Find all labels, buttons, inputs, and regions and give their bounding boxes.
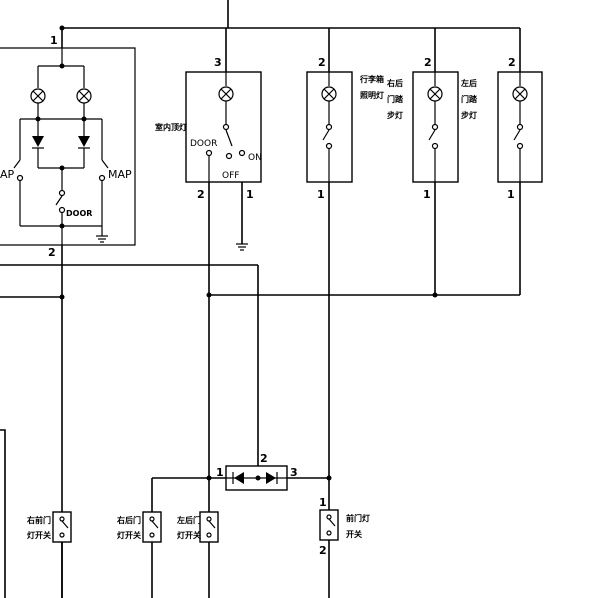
diode-pin-left: 1 [216, 466, 224, 479]
door-switch-1-name-2: 灯开关 [27, 530, 51, 540]
diode-left-arrow-icon [232, 472, 244, 484]
dome-lamp-unit: 3 2 1 室内顶灯 DOOR OFF ON [155, 56, 262, 251]
door-switch-4: 1 2 前门灯 开关 [319, 496, 370, 557]
lamp-b-name-3: 步灯 [387, 110, 403, 120]
lamp-b-name-1: 右后 [386, 78, 403, 88]
door-switch-4-name-2: 开关 [346, 529, 362, 539]
module-pin-top: 1 [50, 34, 58, 47]
lamp-b-pin-bottom: 1 [423, 188, 431, 201]
trunk-lamp-name-1: 行李箱 [359, 74, 384, 84]
module-pin-bottom: 2 [48, 246, 56, 259]
trunk-lamp-unit: 2 1 行李箱 照明灯 [306, 56, 384, 201]
lamp-c-pin-bottom: 1 [507, 188, 515, 201]
lamp-b-name-2: 门踏 [387, 94, 404, 104]
trunk-pin-bottom: 1 [317, 188, 325, 201]
switch-label-door: DOOR [66, 209, 92, 218]
map-lamp-right-icon [76, 88, 92, 104]
dome-pin-right: 1 [246, 188, 254, 201]
map-switch-left-icon [13, 159, 24, 182]
ground-icon [96, 226, 108, 243]
map-lamp-left-icon [30, 88, 46, 104]
door-switch-icon [55, 189, 66, 214]
dome-pin-left: 2 [197, 188, 205, 201]
trunk-lamp-name-2: 照明灯 [360, 90, 384, 100]
diode-right-icon [78, 136, 90, 149]
wires [0, 0, 521, 598]
trunk-pin-top: 2 [318, 56, 326, 69]
switch-label-map: MAP [108, 168, 132, 181]
door-switch-2-name-1: 右后门 [116, 515, 141, 525]
dome-pos-off: OFF [222, 171, 239, 181]
junction-dots [59, 25, 438, 481]
door-switch-2: 右后门 灯开关 [116, 511, 162, 543]
door-switch-3-name-1: 左后门 [176, 515, 201, 525]
dome-pos-door: DOOR [190, 139, 217, 149]
map-switch-right-icon [98, 159, 109, 182]
lamp-c-name-2: 门踏 [461, 94, 478, 104]
door-switch-3-name-2: 灯开关 [177, 530, 201, 540]
lamp-c-name-1: 左后 [460, 78, 477, 88]
door-switch-1-name-1: 右前门 [26, 515, 51, 525]
dome-pin-top: 3 [214, 56, 222, 69]
left-rear-step-lamp-unit: 2 1 左后 门踏 步灯 [460, 56, 543, 201]
door-switch-3: 左后门 灯开关 [176, 511, 219, 543]
door-switch-4-pin-bottom: 2 [319, 544, 327, 557]
lamp-b-pin-top: 2 [424, 56, 432, 69]
door-switch-4-pin-top: 1 [319, 496, 327, 509]
lamp-c-pin-top: 2 [508, 56, 516, 69]
switch-label-ap: AP [0, 168, 15, 181]
dome-lamp-name: 室内顶灯 [155, 122, 187, 132]
diode-pin-mid: 2 [260, 452, 268, 465]
door-switch-4-name-1: 前门灯 [346, 513, 370, 523]
ground-icon [236, 243, 248, 251]
diode-right-arrow-icon [266, 472, 278, 484]
map-lamp-module: 1 2 [0, 34, 136, 259]
diode-left-icon [32, 136, 44, 149]
diode-unit: 1 2 3 [216, 452, 298, 491]
right-rear-step-lamp-unit: 2 1 右后 门踏 步灯 [386, 56, 459, 201]
dome-pos-on: ON [248, 153, 262, 163]
diode-pin-right: 3 [290, 466, 298, 479]
lamp-c-name-3: 步灯 [461, 110, 477, 120]
door-switch-2-name-2: 灯开关 [117, 530, 141, 540]
door-switch-1: 右前门 灯开关 [26, 511, 72, 543]
